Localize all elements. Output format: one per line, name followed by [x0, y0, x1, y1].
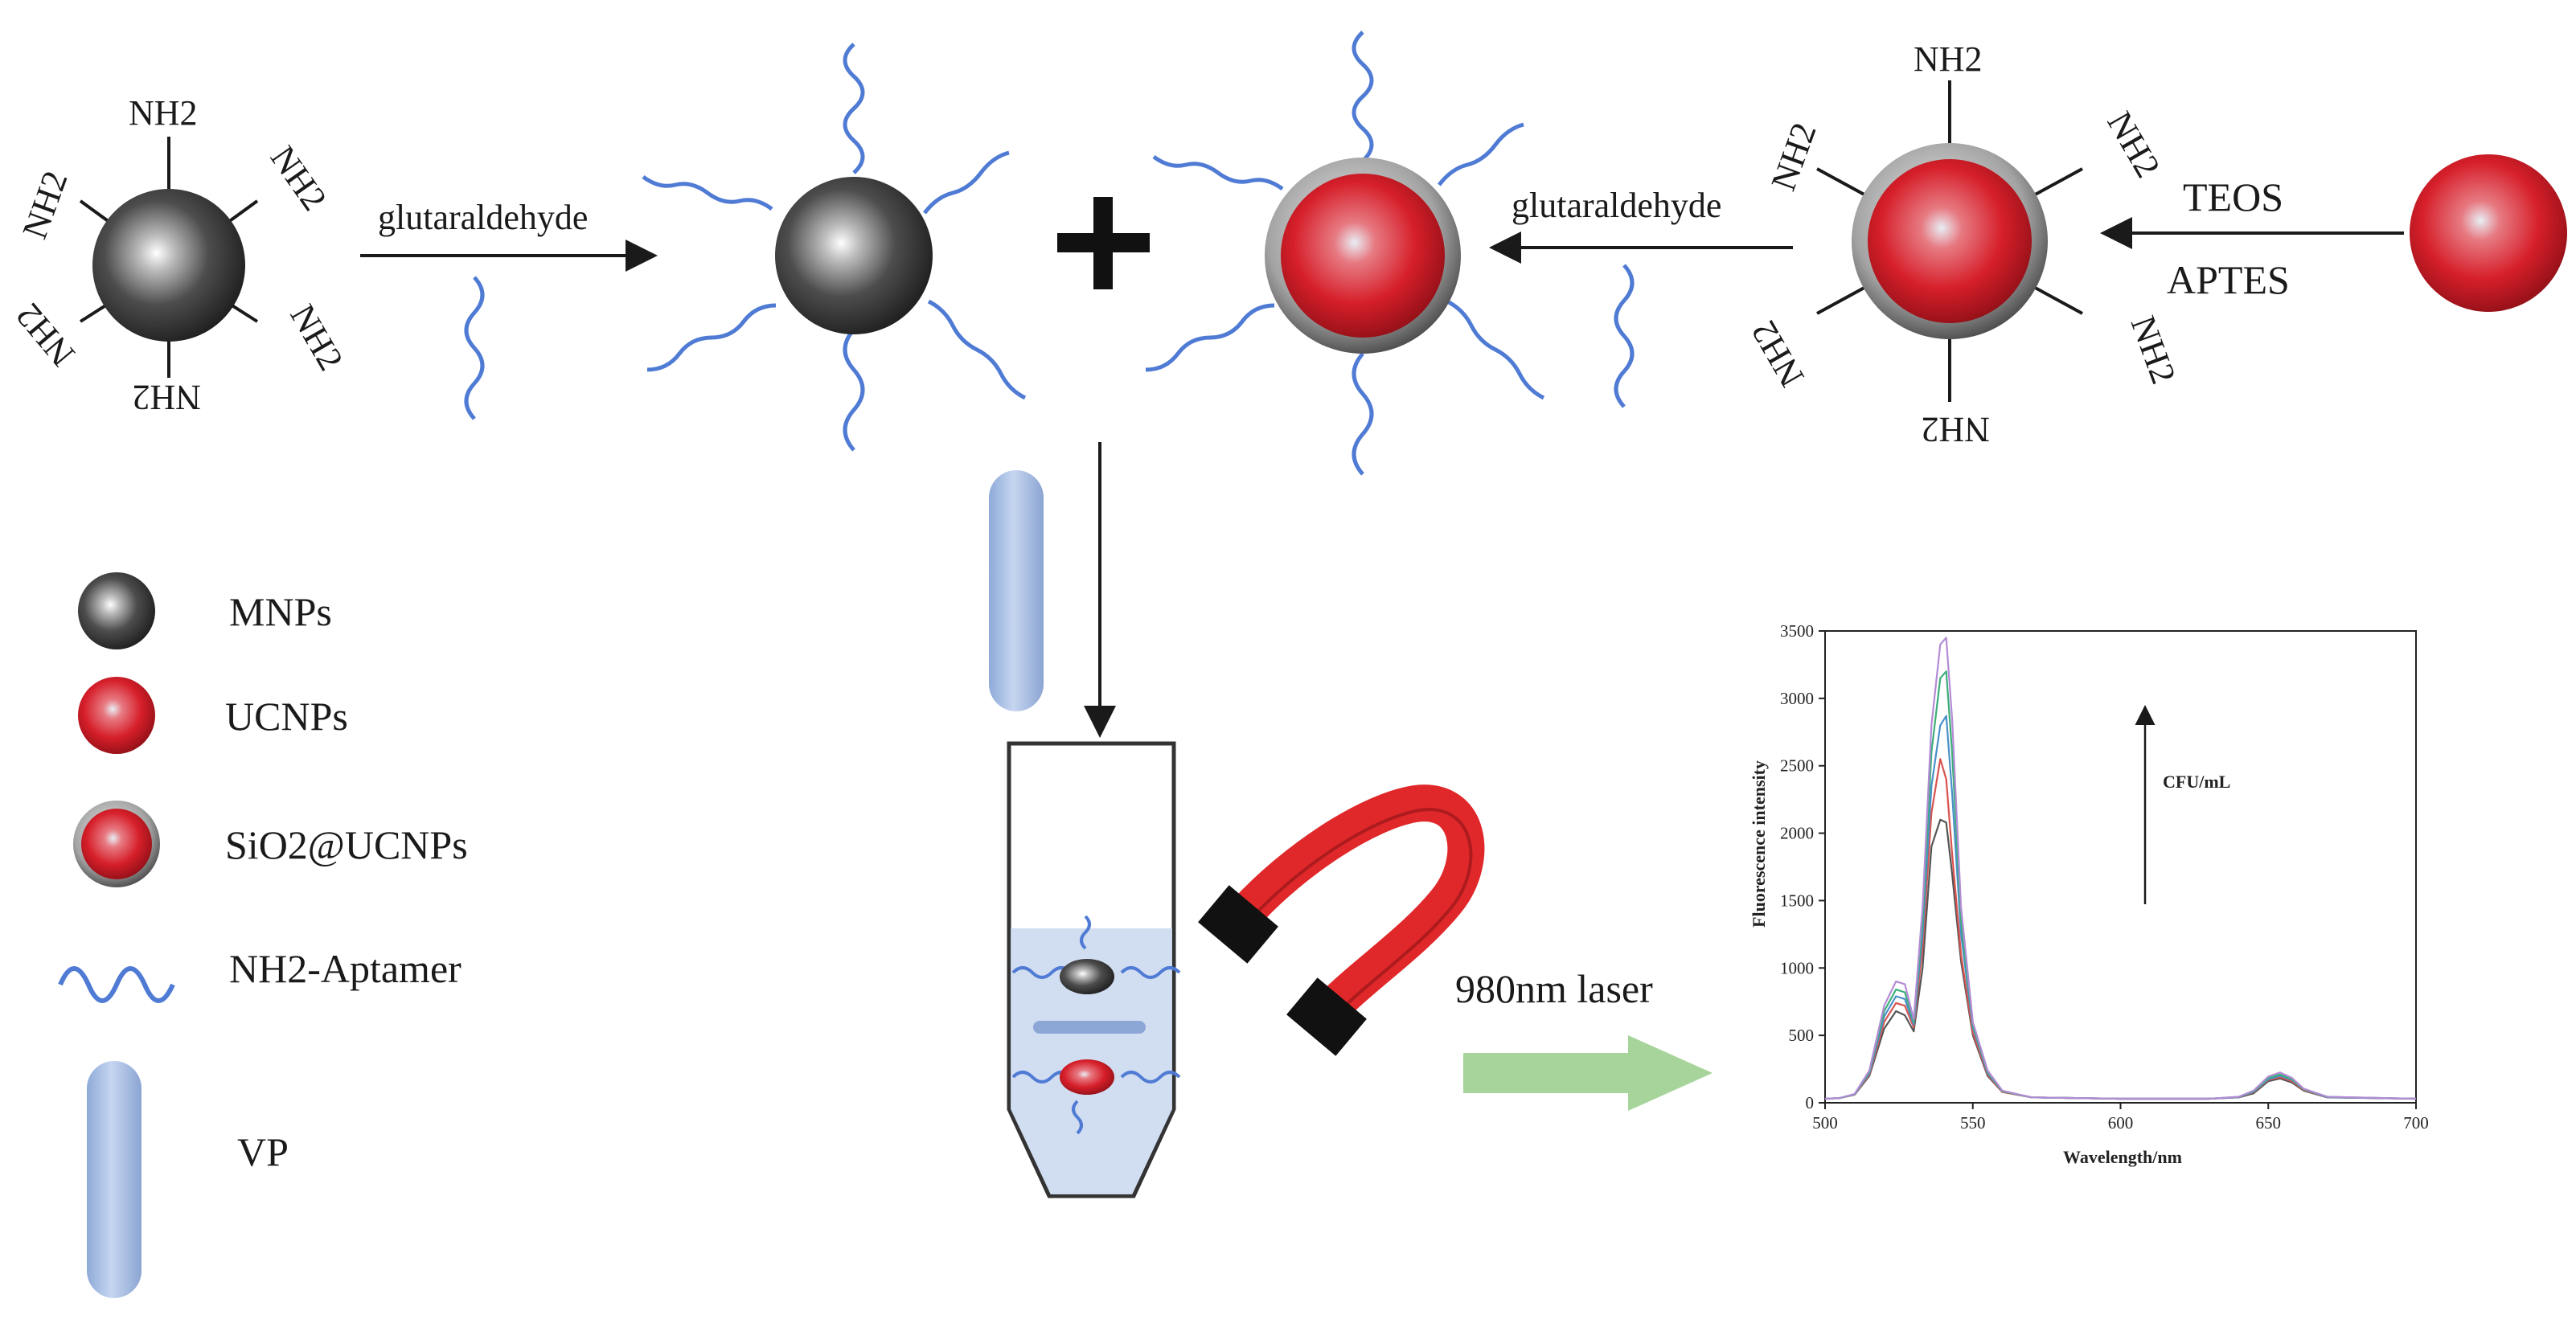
ucnp-in-tube — [1060, 1059, 1114, 1095]
nh2-label-top: NH2 — [129, 93, 198, 133]
legend-aptamer-icon — [58, 966, 175, 1003]
nh2-label-upper-right: NH2 — [2099, 105, 2168, 185]
legend-ucnps-label: UCNPs — [225, 694, 348, 739]
series-line-4 — [1824, 670, 2417, 1100]
sio2-ucnp-aptamer-particle — [1145, 31, 1545, 476]
mnp-in-tube — [1060, 959, 1114, 994]
legend-sio2-label: SiO2@UCNPs — [225, 822, 468, 867]
x-tick-label: 650 — [2256, 1113, 2282, 1133]
glutaraldehyde-label-right: glutaraldehyde — [1512, 186, 1721, 225]
laser-arrow — [1463, 1035, 1713, 1111]
legend-vp-label: VP — [237, 1129, 289, 1174]
aptes-label: APTES — [2167, 257, 2290, 302]
nh2-label-lower-right: NH2 — [282, 298, 351, 378]
series-line-3 — [1824, 715, 2417, 1100]
aptamer-squiggle — [464, 276, 485, 420]
mnp-core — [92, 189, 245, 342]
nh2-label-upper-left: NH2 — [14, 166, 75, 244]
y-tick-label: 1500 — [1780, 891, 1814, 910]
y-tick-label: 2500 — [1780, 756, 1814, 776]
legend-vp-icon — [87, 1061, 142, 1298]
chart-ylabel: Fluorescence intensity — [1749, 760, 1769, 928]
legend: MNPs UCNPs SiO2@UCNPs NH2-Aptamer VP — [58, 572, 468, 1298]
laser-label: 980nm laser — [1455, 966, 1653, 1011]
aptamer-strands — [642, 43, 1027, 452]
legend-ucnps-icon — [78, 677, 155, 754]
x-tick-label: 700 — [2403, 1113, 2429, 1133]
series-line-2 — [1824, 758, 2417, 1100]
legend-mnps-label: MNPs — [229, 589, 332, 634]
glutaraldehyde-arrow-left: glutaraldehyde — [360, 198, 658, 420]
nh2-label-top: NH2 — [1914, 39, 1983, 79]
magnet-pole-2 — [1286, 977, 1367, 1056]
ucnp-core — [1281, 174, 1445, 338]
magnet-pole-1 — [1198, 885, 1278, 964]
y-tick-label: 2000 — [1780, 824, 1814, 843]
aptamer-squiggle — [1614, 264, 1635, 408]
nh2-label-lower-left: NH2 — [8, 296, 83, 374]
vp-rod — [989, 470, 1044, 711]
nh2-label-upper-left: NH2 — [1763, 117, 1823, 195]
x-tick-label: 600 — [2108, 1113, 2134, 1133]
glutaraldehyde-arrow-right: glutaraldehyde — [1489, 186, 1793, 408]
sio2-ucnp-nh2-particle: NH2 NH2 NH2 NH2 NH2 NH2 — [1743, 39, 2183, 449]
y-tick-label: 3500 — [1780, 621, 1814, 641]
x-tick-label: 500 — [1812, 1113, 1838, 1133]
ucnp-core — [1868, 159, 2032, 323]
aptamer-strands — [1145, 31, 1545, 476]
chart-series — [1824, 637, 2417, 1100]
y-tick-label: 500 — [1789, 1026, 1815, 1045]
y-tick-label: 1000 — [1780, 958, 1814, 977]
x-tick-label: 550 — [1960, 1113, 1986, 1133]
y-tick-label: 0 — [1806, 1093, 1815, 1112]
test-tube — [1007, 741, 1181, 1198]
legend-mnps-icon — [78, 572, 155, 649]
nh2-label-lower-right: NH2 — [2123, 311, 2184, 389]
series-line-5 — [1824, 637, 2417, 1100]
nh2-label-lower-left: NH2 — [1743, 314, 1811, 394]
chart-annotation: CFU/mL — [2163, 772, 2230, 792]
nh2-label-upper-right: NH2 — [263, 139, 334, 218]
legend-aptamer-label: NH2-Aptamer — [229, 946, 461, 991]
aptamer-strands — [1011, 915, 1181, 1135]
teos-aptes-arrow: TEOS APTES — [2100, 174, 2404, 302]
glutaraldehyde-label-left: glutaraldehyde — [378, 198, 588, 237]
ucnp-particle — [2410, 154, 2567, 312]
plus-sign — [1057, 197, 1150, 289]
nh2-label-bottom: NH2 — [132, 378, 201, 417]
legend-sio2-core-icon — [81, 809, 152, 879]
mnp-aptamer-particle — [642, 43, 1027, 452]
series-line-1 — [1824, 818, 2417, 1100]
mnp-nh2-particle: NH2 NH2 NH2 NH2 NH2 NH2 — [8, 93, 351, 417]
magnet — [1198, 784, 1485, 1056]
nh2-label-bottom: NH2 — [1921, 410, 1990, 449]
chart-xlabel: Wavelength/nm — [2063, 1147, 2182, 1167]
vp-in-tube — [1033, 1021, 1146, 1034]
y-tick-label: 3000 — [1780, 689, 1814, 708]
mnp-core — [775, 177, 933, 334]
teos-label: TEOS — [2183, 174, 2283, 219]
